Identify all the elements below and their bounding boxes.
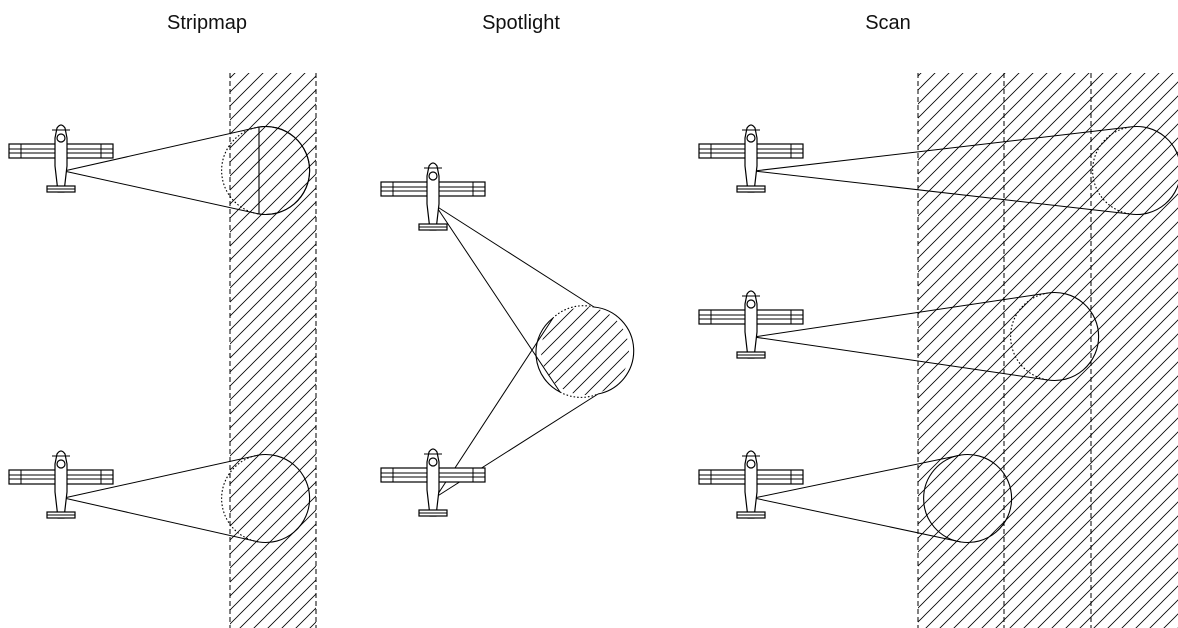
title-stripmap: Stripmap xyxy=(167,12,247,34)
aircraft-icon xyxy=(698,290,804,359)
stripmap-swath-hatch xyxy=(230,73,316,628)
spotlight-panel xyxy=(380,162,635,517)
aircraft-icon xyxy=(698,450,804,519)
spotlight-beam-1b xyxy=(435,205,561,393)
stripmap-beam-2 xyxy=(63,453,311,544)
scan-swath-hatch xyxy=(918,73,1178,628)
title-scan: Scan xyxy=(865,12,911,34)
scan-panel xyxy=(698,73,1178,628)
aircraft-icon xyxy=(380,448,486,517)
title-spotlight: Spotlight xyxy=(482,12,560,34)
scan-beam-3 xyxy=(753,453,1013,544)
scan-beam-1 xyxy=(753,125,1178,216)
scan-beam-2 xyxy=(753,291,1100,382)
aircraft-icon xyxy=(698,124,804,193)
spotlight-footprint xyxy=(541,307,629,395)
aircraft-icon xyxy=(8,124,114,193)
stripmap-panel xyxy=(8,73,317,628)
spotlight-beam-2a xyxy=(435,317,554,498)
aircraft-icon xyxy=(8,450,114,519)
aircraft-icon xyxy=(380,162,486,231)
spotlight-beam-1a xyxy=(435,205,595,308)
stripmap-beam-1 xyxy=(63,125,311,216)
